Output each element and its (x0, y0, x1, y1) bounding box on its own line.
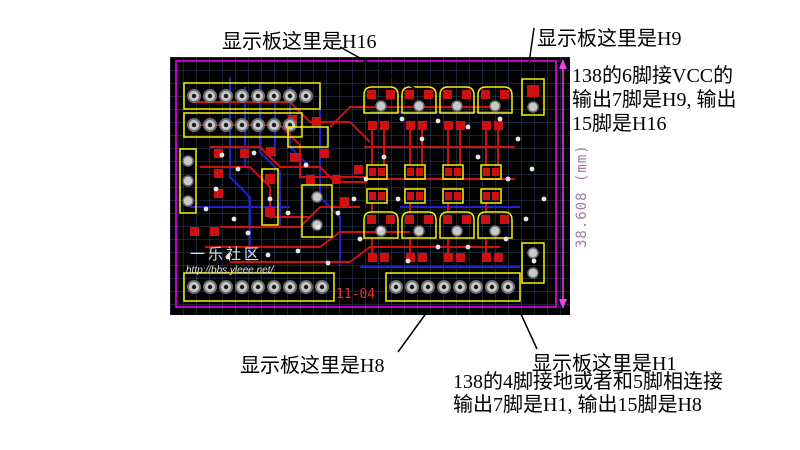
note-line: 15脚是H16 (572, 113, 667, 135)
callout-h16: 显示板这里是H16 (222, 31, 377, 53)
note-line: 输出7脚是H1, 输出15脚是H8 (453, 394, 702, 416)
pcb-layout: 一乐社区 http://bbs.yleee.net/ 11-04 (170, 57, 570, 315)
red-pads (190, 85, 539, 262)
pcb-canvas: 一乐社区 http://bbs.yleee.net/ 11-04 (170, 57, 570, 315)
callout-h9: 显示板这里是H9 (537, 28, 682, 50)
silkscreen-url-text: http://bbs.yleee.net/ (186, 265, 275, 276)
callout-h1: 显示板这里是H1 (532, 353, 677, 375)
left-connector (179, 148, 197, 214)
note-138-vcc: 138的6脚接VCC的 输出7脚是H9, 输出 15脚是H16 (572, 64, 797, 136)
right-edge-components (521, 78, 545, 284)
top-header-row2 (183, 112, 303, 138)
note-138-gnd: 138的4脚接地或者和5脚相连接 输出7脚是H1, 输出15脚是H8 (453, 371, 723, 417)
note-line: 输出7脚是H9, 输出 (572, 89, 737, 111)
bottom-header-right (385, 272, 521, 302)
callout-h8: 显示板这里是H8 (240, 355, 385, 377)
center-components (261, 126, 333, 238)
dimension-label: 38.608 (mm) (574, 144, 590, 248)
top-header-row1 (183, 82, 321, 110)
dimension-arrow (559, 59, 567, 309)
silkscreen-date-text: 11-04 (336, 287, 375, 302)
note-line: 138的6脚接VCC的 (572, 65, 734, 87)
silkscreen-community-text: 一乐社区 (190, 246, 262, 263)
bottom-header-left (183, 272, 335, 302)
note-line: 138的4脚接地或者和5脚相连接 (453, 371, 723, 393)
